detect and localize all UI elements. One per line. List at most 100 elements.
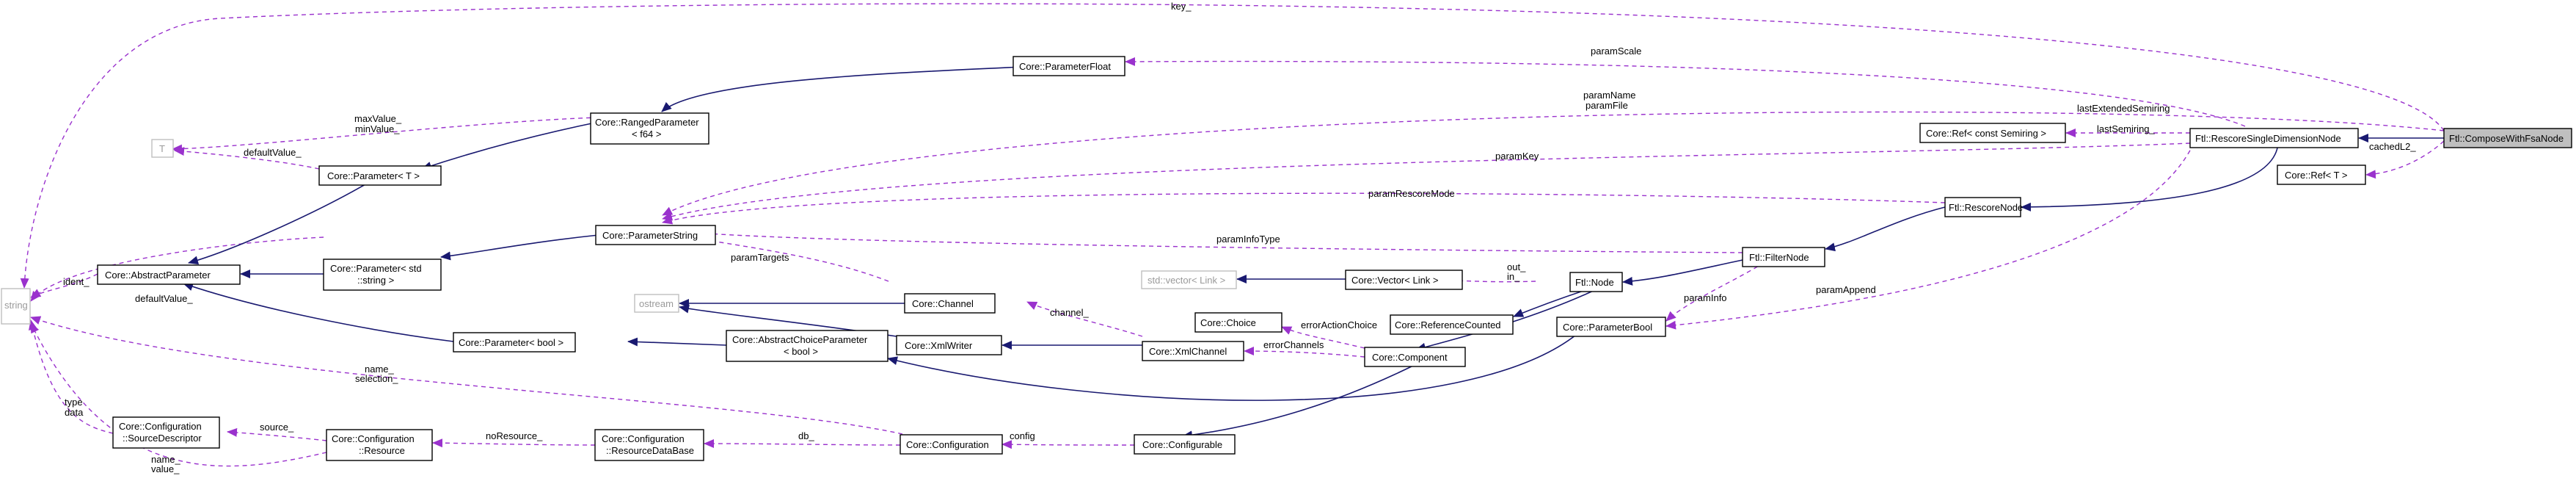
inh-rescore-filter — [1825, 206, 1946, 252]
node-component[interactable]: Core::Component — [1364, 347, 1466, 367]
node-parameter-t[interactable]: Core::Parameter< T > — [318, 165, 442, 186]
node-ranged-parameter[interactable]: Core::RangedParameter < f64 > — [590, 112, 709, 145]
edge-default-value-t — [174, 147, 320, 170]
node-rescore-single-dimension[interactable]: Ftl::RescoreSingleDimensionNode — [2189, 128, 2359, 148]
inh-string-parameter-std — [440, 234, 599, 261]
node-component-label: Core::Component — [1372, 352, 1448, 363]
node-parameter-string[interactable]: Core::ParameterString — [595, 225, 716, 245]
label-cached-l2: cachedL2_ — [2369, 141, 2416, 152]
label-min-value: minValue_ — [355, 123, 400, 134]
node-abstract-parameter-label: Core::AbstractParameter — [105, 270, 211, 281]
node-xml-channel[interactable]: Core::XmlChannel — [1142, 341, 1244, 361]
node-parameter-string-label: Core::ParameterString — [602, 230, 698, 241]
label-param-scale: paramScale — [1591, 46, 1641, 57]
node-abstract-choice-parameter-label-2: < bool > — [784, 346, 818, 357]
node-t-label: T — [159, 143, 165, 154]
inh-choice-parameter-bool — [627, 337, 727, 347]
label-param-rescore-mode: paramRescoreMode — [1368, 188, 1455, 199]
label-error-action-choice: errorActionChoice — [1301, 319, 1377, 330]
node-reference-counted[interactable]: Core::ReferenceCounted — [1390, 314, 1514, 335]
node-compose-with-fsa[interactable]: Ftl::ComposeWithFsaNode — [2443, 128, 2572, 148]
inh-rescore-single-rescore — [2021, 142, 2279, 212]
label-source: source_ — [260, 422, 294, 433]
node-xml-writer[interactable]: Core::XmlWriter — [896, 335, 1002, 355]
edge-no-resource — [432, 438, 596, 448]
node-std-vector-link-label: std::vector< Link > — [1147, 275, 1225, 286]
node-ftl-node[interactable]: Ftl::Node — [1569, 272, 1623, 292]
inh-parameter-bool-abstract — [183, 282, 454, 342]
label-db: db_ — [798, 430, 814, 441]
node-parameter-std-string[interactable]: Core::Parameter< std ::string > — [323, 259, 442, 291]
node-source-descriptor[interactable]: Core::Configuration ::SourceDescriptor — [112, 416, 220, 449]
label-out: out_ — [1507, 261, 1526, 272]
node-configuration-label: Core::Configuration — [906, 439, 989, 450]
label-name-val-1: name_ — [151, 454, 181, 465]
node-rescore-node[interactable]: Ftl::RescoreNode — [1944, 197, 2023, 217]
edge-param-name-file — [662, 111, 2445, 216]
edge-source — [227, 427, 327, 441]
node-xml-channel-label: Core::XmlChannel — [1149, 346, 1227, 357]
label-param-name: paramName — [1583, 90, 1636, 101]
inh-float-ranged — [661, 66, 1024, 112]
inh-ftlnode-refcount — [1513, 287, 1593, 317]
node-choice[interactable]: Core::Choice — [1194, 312, 1282, 333]
label-type: type — [65, 397, 83, 408]
label-key: key_ — [1171, 1, 1192, 12]
node-abstract-parameter[interactable]: Core::AbstractParameter — [97, 264, 241, 285]
edge-param-info-type — [662, 226, 1743, 253]
node-configurable[interactable]: Core::Configurable — [1134, 434, 1236, 455]
node-choice-label: Core::Choice — [1200, 317, 1256, 328]
node-source-descriptor-label-2: ::SourceDescriptor — [123, 433, 202, 444]
label-param-append: paramAppend — [1816, 284, 1876, 295]
label-param-targets: paramTargets — [731, 252, 789, 263]
node-parameter-std-string-label-2: ::string > — [357, 275, 394, 286]
node-filter-node[interactable]: Ftl::FilterNode — [1742, 247, 1825, 267]
label-config: config — [1010, 430, 1035, 441]
inh-filter-ftlnode — [1622, 259, 1743, 286]
node-core-vector-link[interactable]: Core::Vector< Link > — [1345, 270, 1463, 290]
node-parameter-bool-label: Core::ParameterBool — [1563, 322, 1652, 333]
node-ranged-parameter-label-2: < f64 > — [632, 129, 661, 140]
edge-name-selection — [30, 316, 903, 435]
edge-param-scale — [1125, 57, 2246, 127]
edge-error-channels — [1244, 347, 1365, 358]
node-ref-const-semiring[interactable]: Core::Ref< const Semiring > — [1919, 123, 2066, 143]
node-ostream-label: ostream — [639, 298, 674, 309]
node-parameter-t-label: Core::Parameter< T > — [327, 170, 420, 181]
label-name-val-2: value_ — [151, 463, 180, 474]
label-name-sel-1: name_ — [365, 364, 395, 375]
node-ref-t[interactable]: Core::Ref< T > — [2277, 165, 2366, 185]
edge-name-value — [30, 322, 327, 467]
node-configurable-label: Core::Configurable — [1142, 439, 1222, 450]
node-string[interactable]: string — [1, 288, 31, 325]
inheritance-edges — [183, 66, 2444, 440]
edge-param-rescore-mode — [662, 192, 1946, 225]
label-default-value-s: defaultValue_ — [135, 293, 193, 304]
edge-labels: key_ paramScale paramName paramFile last… — [63, 1, 2416, 474]
node-resource-label-1: Core::Configuration — [332, 433, 415, 444]
node-resource[interactable]: Core::Configuration ::Resource — [326, 429, 433, 461]
label-param-info: paramInfo — [1684, 292, 1727, 303]
node-ostream[interactable]: ostream — [634, 294, 679, 313]
node-abstract-choice-parameter[interactable]: Core::AbstractChoiceParameter < bool > — [726, 330, 889, 362]
edge-param-key — [662, 142, 2191, 221]
node-abstract-choice-parameter-label-1: Core::AbstractChoiceParameter — [732, 334, 868, 345]
node-configuration[interactable]: Core::Configuration — [900, 434, 1003, 455]
node-t[interactable]: T — [151, 139, 174, 158]
node-rescore-single-dimension-label: Ftl::RescoreSingleDimensionNode — [2195, 133, 2341, 144]
node-channel[interactable]: Core::Channel — [904, 293, 996, 314]
node-ref-const-semiring-label: Core::Ref< const Semiring > — [1926, 128, 2046, 139]
node-parameter-float-label: Core::ParameterFloat — [1019, 61, 1111, 72]
label-channel: channel_ — [1050, 307, 1090, 318]
node-resource-database[interactable]: Core::Configuration ::ResourceDataBase — [594, 429, 704, 461]
node-parameter-float[interactable]: Core::ParameterFloat — [1012, 56, 1125, 76]
node-parameter-bool-template[interactable]: Core::Parameter< bool > — [453, 332, 576, 353]
edge-config — [1001, 440, 1135, 449]
edge-max-min-value — [172, 117, 599, 153]
edge-cached-l2 — [2365, 140, 2445, 179]
node-ftl-node-label: Ftl::Node — [1575, 277, 1614, 288]
node-std-vector-link[interactable]: std::vector< Link > — [1141, 270, 1237, 289]
label-error-channels: errorChannels — [1263, 339, 1324, 350]
node-parameter-bool[interactable]: Core::ParameterBool — [1556, 317, 1666, 337]
edge-db — [704, 439, 901, 449]
